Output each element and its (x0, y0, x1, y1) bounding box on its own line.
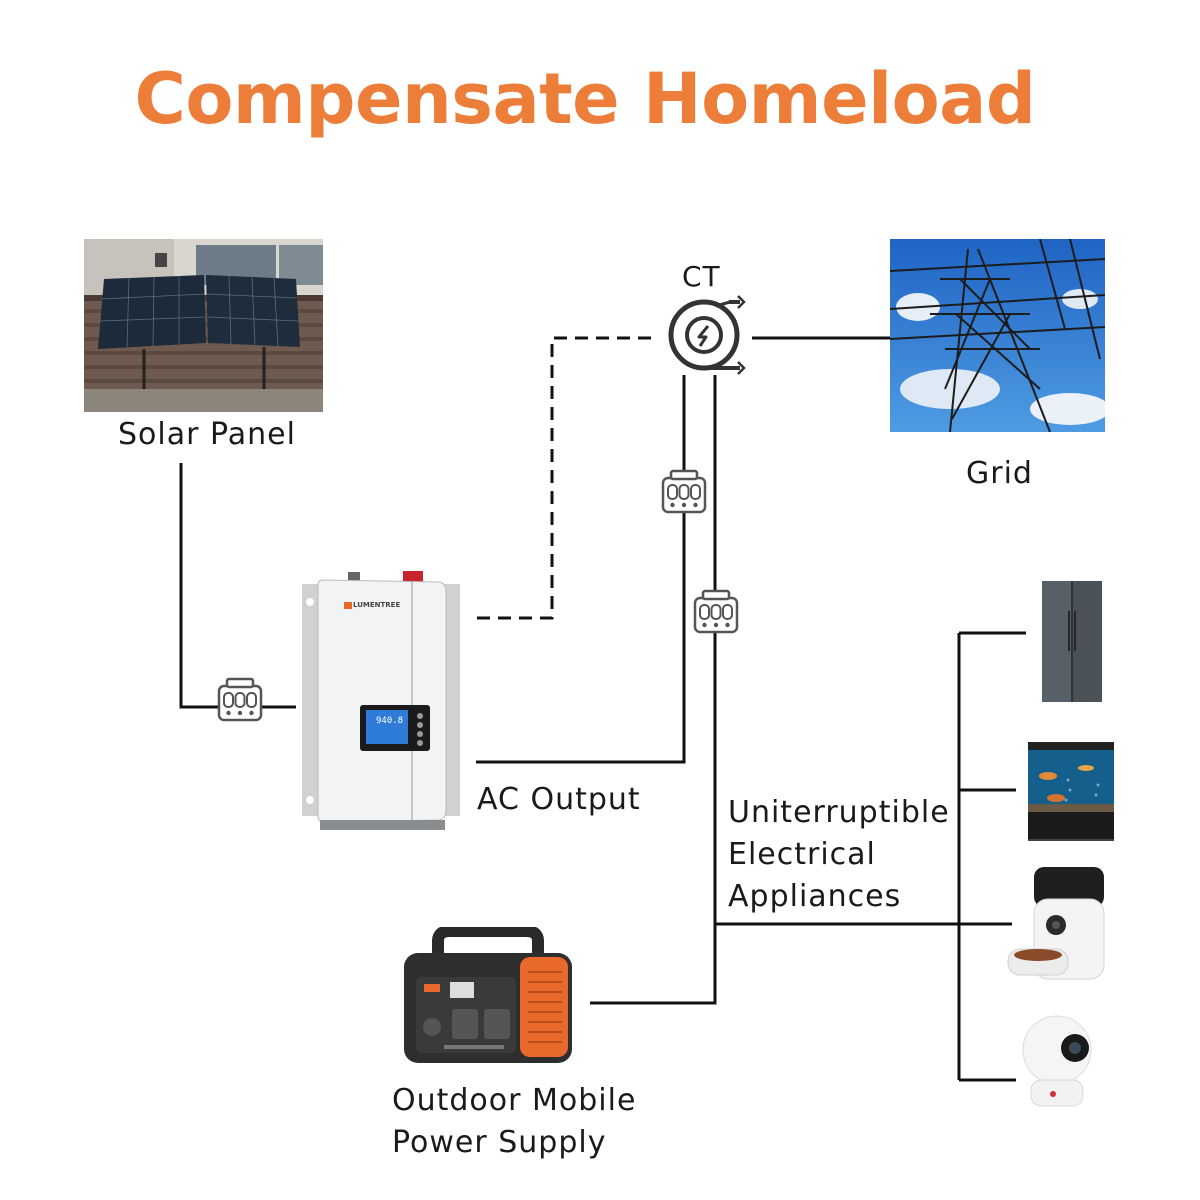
security-camera-image (1017, 1012, 1097, 1108)
grid-tie-inverter-image: LUMENTREE 940.8 (300, 570, 462, 832)
ac-output-wire (476, 375, 686, 764)
connector-icon (693, 589, 739, 634)
inverter-display-value: 940.8 (376, 716, 404, 726)
current-transformer-icon (668, 295, 746, 375)
ac-output-label: AC Output (477, 782, 641, 817)
solar-panel-image (84, 239, 323, 412)
inverter-to-ct-dashed-wire (477, 336, 657, 620)
ct-to-power-supply-wire (590, 375, 717, 1005)
refrigerator-image (1040, 581, 1104, 702)
connector-icon (661, 469, 707, 514)
page-title: Compensate Homeload (134, 58, 1036, 140)
inverter-brand: LUMENTREE (353, 601, 401, 609)
grid-label: Grid (966, 456, 1033, 491)
power-supply-label: Outdoor Mobile Power Supply (392, 1083, 637, 1160)
solar-to-inverter-wire (179, 463, 296, 709)
pet-feeder-image (1004, 863, 1108, 989)
aquarium-image (1026, 740, 1116, 842)
uninterruptible-appliances-label: Uniterruptible Electrical Appliances (728, 795, 950, 914)
ct-label: CT (682, 260, 721, 293)
portable-power-station-image (402, 927, 574, 1065)
connector-icon (217, 677, 263, 722)
solar-panel-label: Solar Panel (118, 417, 296, 452)
grid-pylon-image (890, 239, 1105, 432)
